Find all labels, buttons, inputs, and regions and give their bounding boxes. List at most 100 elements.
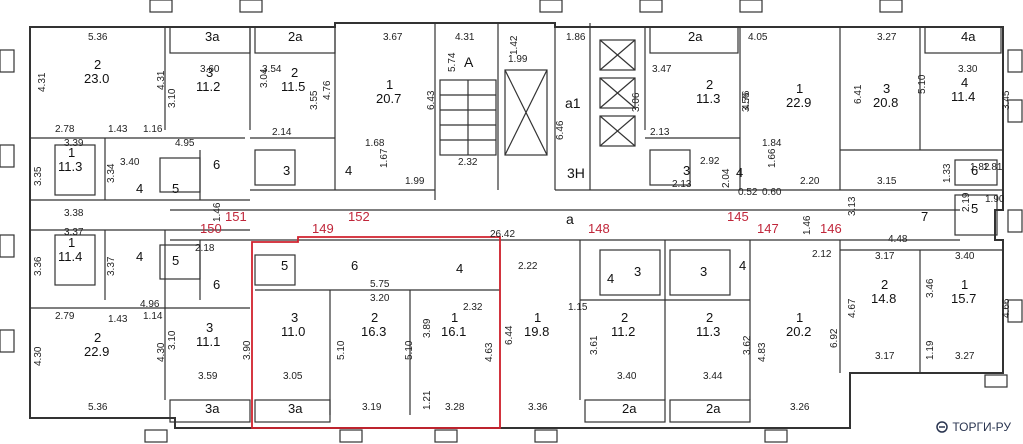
dimension-label: 2.13 — [672, 179, 692, 190]
room-number: 5 — [281, 258, 289, 273]
dimension-label: 1.86 — [566, 32, 586, 43]
dimension-label: 5.74 — [447, 52, 458, 72]
dimension-label: 3.40 — [120, 157, 140, 168]
dimension-label: 4.96 — [140, 299, 160, 310]
dimension-label: 3.10 — [167, 88, 178, 108]
apartment-number: 149 — [312, 221, 334, 236]
apartment-number: 145 — [727, 209, 749, 224]
dimension-label: 1.21 — [422, 390, 433, 410]
dimension-label: 3.36 — [528, 402, 548, 413]
room-area: 20.2 — [786, 324, 812, 339]
room-number: 1 — [451, 310, 459, 325]
dimension-label: 4.05 — [748, 32, 768, 43]
room-number: 7 — [921, 209, 929, 224]
apartment-number: 152 — [348, 209, 370, 224]
room-number: 2 — [94, 57, 102, 72]
dimension-label: 6.41 — [853, 84, 864, 104]
dimension-label: 1.46 — [802, 215, 813, 235]
room-number: 4 — [345, 163, 353, 178]
dimension-label: 3.90 — [242, 340, 253, 360]
dimension-label: 3.06 — [631, 92, 642, 112]
dimension-label: 2.13 — [650, 127, 670, 138]
dimension-label: 4.66 — [1001, 298, 1012, 318]
room-number: 2 — [94, 330, 102, 345]
room-number: 1 — [68, 235, 76, 250]
room-area: 23.0 — [84, 71, 110, 86]
room-number: 3 — [206, 65, 214, 80]
room-area: 11.1 — [196, 334, 221, 349]
torgi-logo-icon — [936, 421, 949, 433]
room-number: 3 — [283, 163, 291, 178]
room-number: 3 — [700, 264, 708, 279]
dimension-label: 3.27 — [877, 32, 897, 43]
apartment-number: 148 — [588, 221, 610, 236]
room-area: 19.8 — [524, 324, 550, 339]
room-number: 1 — [961, 277, 969, 292]
dimension-label: 4.67 — [847, 298, 858, 318]
dimension-label: 2.78 — [55, 124, 75, 135]
dimension-label: 1.43 — [108, 124, 128, 135]
room-area: 11.5 — [281, 79, 306, 94]
room-number: 3H — [567, 165, 585, 181]
dimension-label: 4.31 — [455, 32, 475, 43]
balcony-label: 3a — [205, 29, 220, 44]
dimension-label: 1.16 — [143, 124, 163, 135]
dimension-label: 3.45 — [1001, 90, 1012, 110]
dimension-label: 4.31 — [37, 72, 48, 92]
dimension-label: 2.79 — [55, 311, 75, 322]
balcony-label: 2a — [688, 29, 703, 44]
dimension-label: 3.89 — [422, 318, 433, 338]
dimension-label: 2.92 — [700, 156, 720, 167]
room-area: 16.1 — [441, 324, 467, 339]
dimension-label: 6.43 — [426, 90, 437, 110]
dimension-label: 2.12 — [812, 249, 832, 260]
dimension-label: 3.34 — [106, 163, 117, 183]
room-area: 14.8 — [871, 291, 897, 306]
dimension-label: 3.38 — [64, 208, 84, 219]
apartment-number: 147 — [757, 221, 779, 236]
dimension-label: 3.44 — [703, 371, 723, 382]
dimension-label: 5.10 — [917, 74, 928, 94]
dimension-label: 3.35 — [33, 166, 44, 186]
room-area: 20.7 — [376, 91, 402, 106]
dimension-label: 2.19 — [961, 192, 972, 212]
dimension-label: 2.04 — [721, 168, 732, 188]
room-number: 1 — [796, 81, 804, 96]
dimension-label: 3.10 — [167, 330, 178, 350]
room-area: 11.3 — [696, 324, 721, 339]
room-area: 22.9 — [786, 95, 812, 110]
dimension-label: 1.68 — [365, 138, 385, 149]
room-number: 6 — [213, 277, 221, 292]
room-number: 4 — [739, 258, 747, 273]
room-number: 2 — [706, 77, 714, 92]
room-number: 3 — [683, 163, 691, 178]
dimension-label: 1.46 — [212, 202, 223, 222]
room-number: 2 — [371, 310, 379, 325]
room-number: 4 — [607, 271, 615, 286]
room-number: 5 — [172, 253, 180, 268]
dimension-label: 3.67 — [383, 32, 403, 43]
room-area: 11.4 — [58, 249, 83, 264]
dimension-label: 4.95 — [175, 138, 195, 149]
dimension-label: 1.81 — [983, 162, 1003, 173]
room-number: 3 — [634, 264, 642, 279]
room-number: 4 — [736, 165, 744, 180]
room-area: 15.7 — [951, 291, 977, 306]
dimension-label: 3.28 — [445, 402, 465, 413]
room-number: 6 — [213, 157, 221, 172]
room-number: a — [566, 211, 574, 227]
dimension-label: 3.55 — [309, 90, 320, 110]
room-number: 3 — [883, 81, 891, 96]
dimension-label: 5.36 — [88, 32, 108, 43]
dimension-label: 2.22 — [518, 261, 538, 272]
dimension-label: 4.83 — [757, 342, 768, 362]
dimension-label: 3.37 — [106, 256, 117, 276]
dimension-label: 3.40 — [955, 251, 975, 262]
balcony-label: 3a — [205, 401, 220, 416]
dimension-label: 2.14 — [272, 127, 292, 138]
dimension-label: 1.15 — [568, 302, 588, 313]
apartment-number: 146 — [820, 221, 842, 236]
room-number: 2 — [706, 310, 714, 325]
room-number: 1 — [68, 145, 76, 160]
